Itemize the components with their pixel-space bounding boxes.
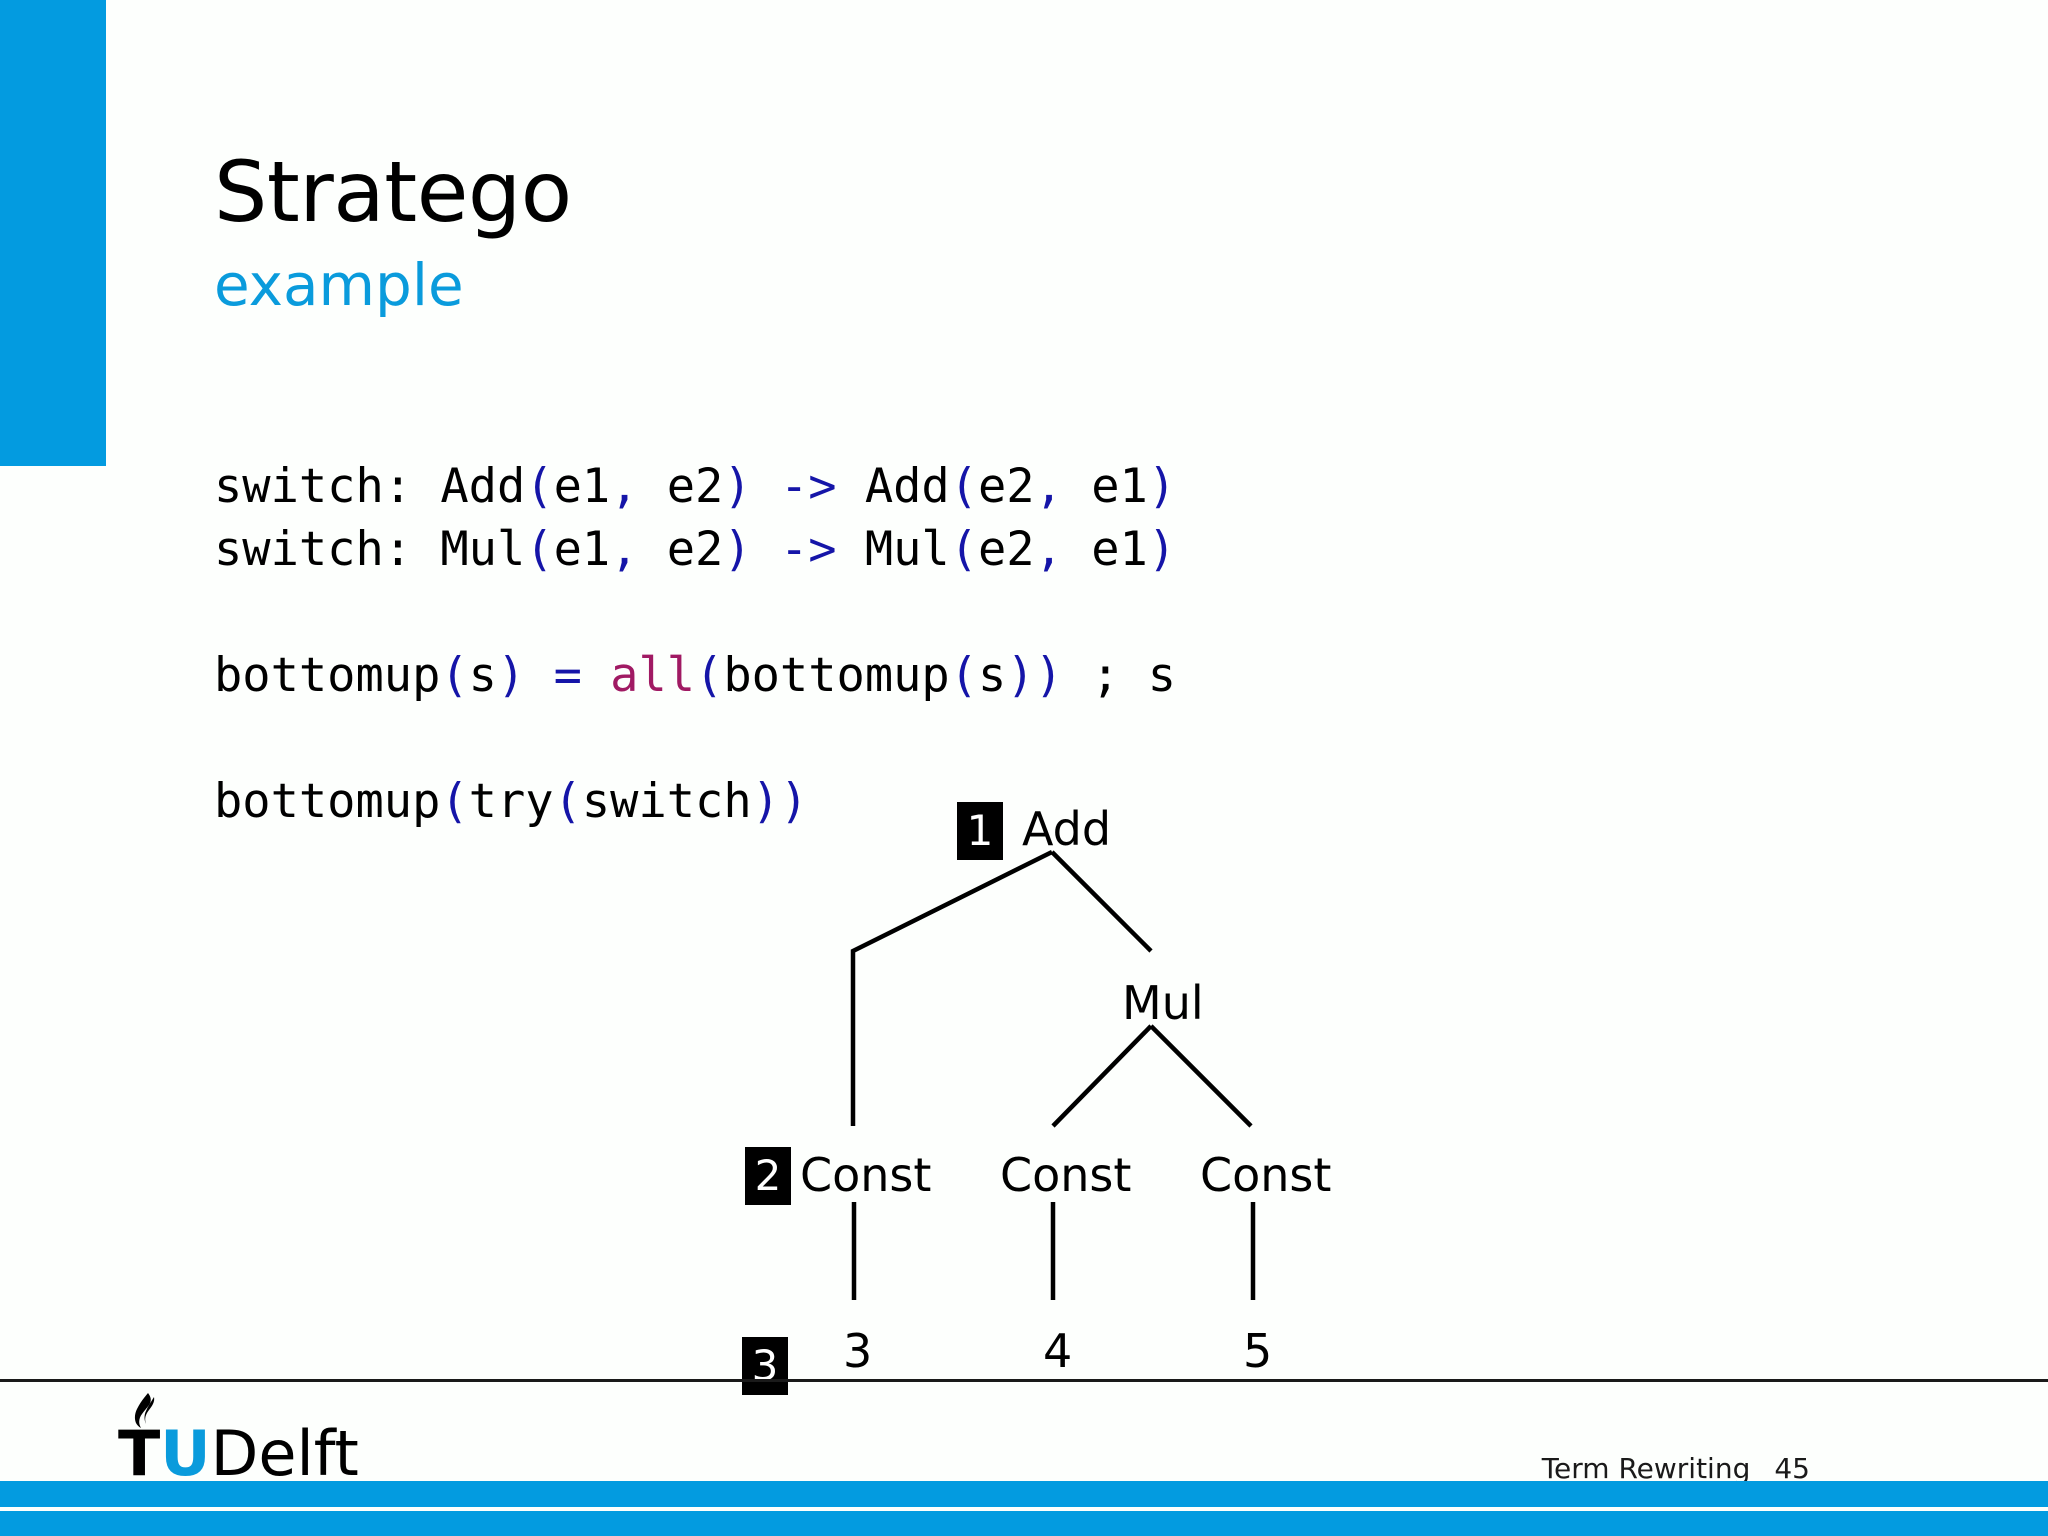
code-token: ( [440, 774, 469, 829]
code-token: e2 [978, 459, 1035, 514]
code-token: e1 [1091, 522, 1148, 577]
tree-edge [1051, 1024, 1153, 1128]
tree-edge [1149, 1024, 1253, 1128]
code-token: -> [779, 459, 837, 514]
code-token: ( [695, 648, 724, 703]
flame-icon [134, 1393, 155, 1428]
logo-letter-u: U [160, 1417, 211, 1490]
code-token: switch: Add [214, 459, 526, 514]
code-token [752, 459, 780, 514]
course-name: Term Rewriting [1541, 1452, 1751, 1485]
code-token: )) [751, 774, 809, 829]
code-token: ) [496, 648, 526, 703]
page-number: 45 [1774, 1452, 1810, 1485]
tree-node-mul: Mul [1122, 976, 1204, 1030]
code-token: ) [1147, 522, 1177, 577]
code-token: ( [525, 522, 554, 577]
code-token: , [1034, 459, 1092, 514]
code-line: switch: Add(e1, e2) -> Add(e2, e1) [214, 455, 1176, 518]
code-line: bottomup(s) = all(bottomup(s)) ; s [214, 644, 1176, 707]
code-token: ( [949, 648, 979, 703]
code-token: bottomup [214, 774, 441, 829]
title-area: Stratego example [214, 150, 1714, 314]
code-block: switch: Add(e1, e2) -> Add(e2, e1)switch… [214, 455, 1176, 833]
step-badge-3: 3 [742, 1337, 788, 1395]
code-token: e1 [553, 522, 611, 577]
code-token: ( [949, 522, 979, 577]
code-token: try [468, 774, 554, 829]
page-subtitle: example [214, 251, 464, 319]
code-line: bottomup(try(switch)) [214, 770, 1176, 833]
code-token: e2 [978, 522, 1035, 577]
code-token: e1 [553, 459, 611, 514]
logo-letter-t: T [118, 1417, 161, 1490]
code-line [214, 707, 1176, 770]
code-token [525, 648, 553, 703]
code-token: ; s [1062, 648, 1177, 703]
code-token: all [610, 648, 696, 703]
tree-node-const1: Const [800, 1148, 932, 1202]
code-token: e2 [666, 522, 724, 577]
code-token: Add [836, 459, 950, 514]
code-token: bottomup [214, 648, 441, 703]
code-token: , [610, 522, 667, 577]
code-line [214, 581, 1176, 644]
step-badge-2: 2 [745, 1147, 791, 1205]
code-token: Mul [836, 522, 950, 577]
footer-divider [0, 1379, 2048, 1382]
page-title: Stratego [214, 143, 572, 241]
code-token: ( [440, 648, 469, 703]
code-token: s [468, 648, 497, 703]
code-token: ) [723, 522, 752, 577]
code-token: bottomup [723, 648, 950, 703]
tree-leaf-leaf1: 3 [843, 1324, 873, 1378]
code-line: switch: Mul(e1, e2) -> Mul(e2, e1) [214, 518, 1176, 581]
footer-bar-top [0, 1481, 2048, 1507]
code-token: e1 [1091, 459, 1148, 514]
code-token: )) [1006, 648, 1063, 703]
accent-block [0, 0, 106, 466]
code-token: s [978, 648, 1007, 703]
code-token: ) [723, 459, 752, 514]
code-token [582, 648, 610, 703]
code-token: ( [553, 774, 582, 829]
code-token: switch [581, 774, 752, 829]
code-token: ( [525, 459, 554, 514]
code-token: -> [779, 522, 837, 577]
tree-leaf-leaf3: 5 [1243, 1324, 1273, 1378]
code-token: , [610, 459, 667, 514]
tree-edge [1050, 850, 1153, 953]
code-token: ) [1147, 459, 1177, 514]
code-token: , [1034, 522, 1092, 577]
code-token: switch: Mul [214, 522, 526, 577]
code-token: e2 [666, 459, 724, 514]
tree-node-const2: Const [1000, 1148, 1132, 1202]
tudelft-logo: TUDelft [118, 1393, 359, 1485]
logo-wordmark: TUDelft [118, 1393, 359, 1485]
logo-name: Delft [210, 1417, 359, 1490]
tree-edge [850, 849, 1054, 1126]
tree-leaf-leaf2: 4 [1043, 1324, 1073, 1378]
footer-meta: Term Rewriting 45 [0, 1452, 2048, 1485]
code-token: ( [949, 459, 979, 514]
code-token [752, 522, 780, 577]
code-token: = [553, 648, 582, 703]
footer-bar-bottom [0, 1511, 2048, 1536]
tree-node-const3: Const [1200, 1148, 1332, 1202]
